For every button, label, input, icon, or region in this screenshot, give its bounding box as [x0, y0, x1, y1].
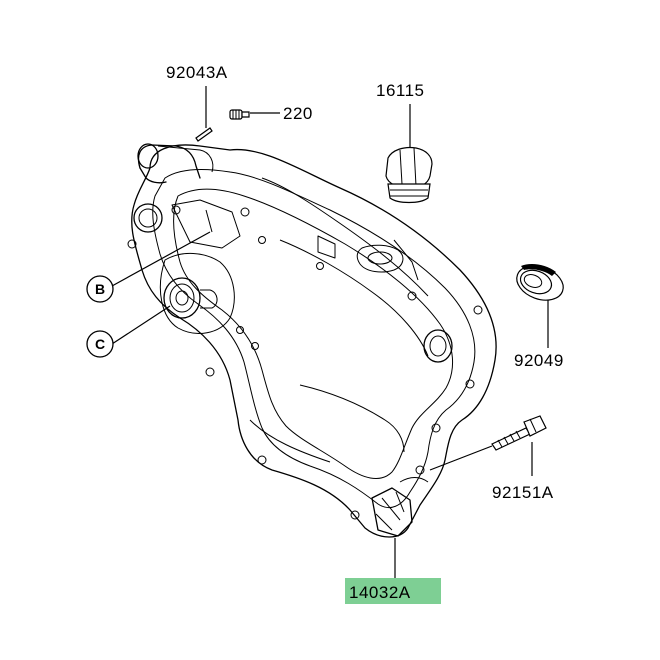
label-92043A: 92043A — [166, 63, 228, 82]
oil-filler-plug — [385, 146, 433, 204]
callout-b: B — [86, 275, 114, 303]
label-92151A: 92151A — [492, 483, 554, 502]
callout-c-letter: C — [95, 336, 105, 352]
label-16115: 16115 — [376, 81, 425, 100]
label-220: 220 — [283, 104, 313, 123]
dowel-pin — [195, 127, 213, 142]
label-92049: 92049 — [514, 351, 564, 370]
leader-lines — [111, 86, 549, 578]
cover-bolt — [491, 415, 547, 451]
highlight-14032A — [345, 578, 441, 604]
callout-b-letter: B — [95, 281, 105, 297]
bolt-holes — [127, 205, 483, 520]
callout-c: C — [86, 330, 114, 358]
label-14032A: 14032A — [349, 583, 411, 602]
part-labels: 92043A 220 16115 92049 92151A 14032A — [166, 63, 564, 604]
oil-seal — [516, 264, 564, 301]
crankcase-cover — [127, 143, 497, 538]
small-screw — [229, 109, 250, 120]
